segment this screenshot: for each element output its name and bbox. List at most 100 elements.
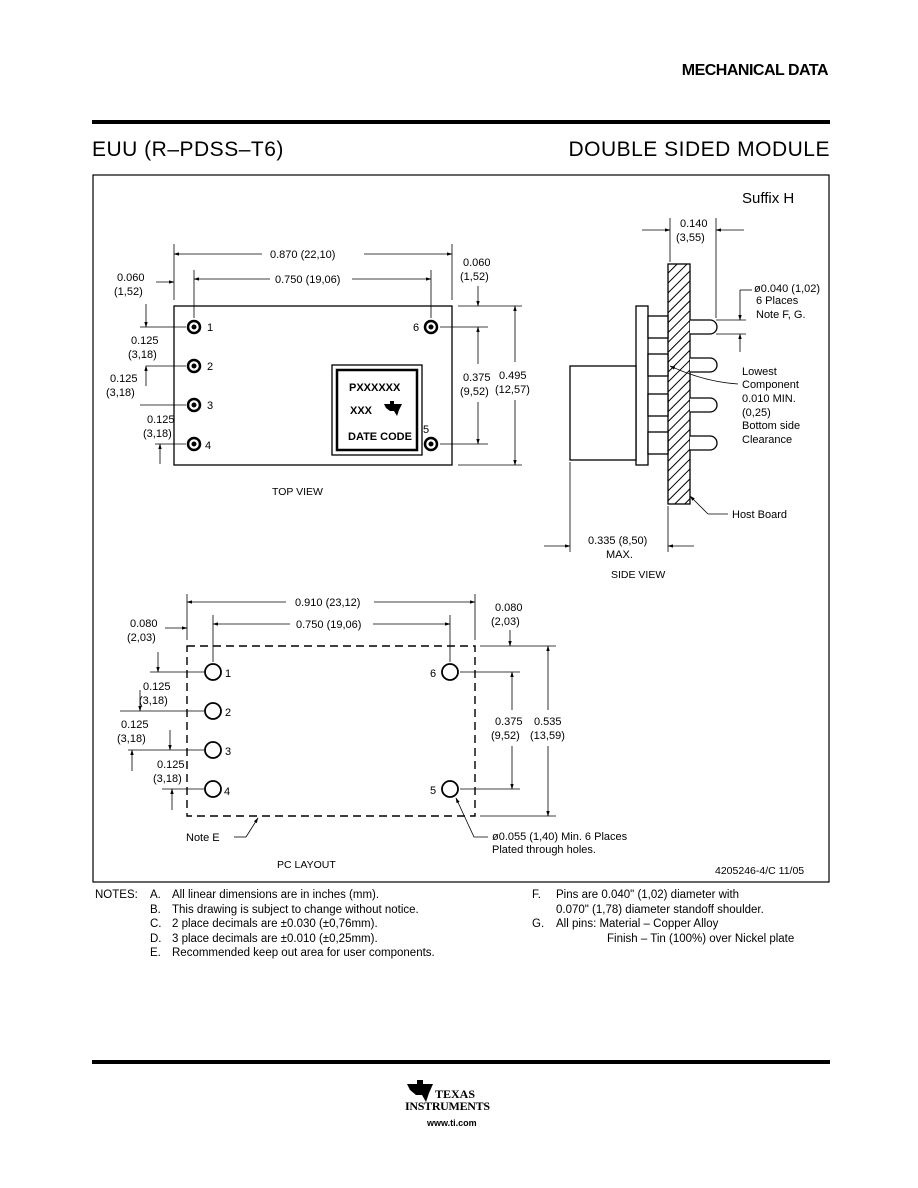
module-outline — [173, 305, 453, 466]
marking-label — [331, 364, 423, 456]
dim-right-mm: (1,52) — [460, 271, 489, 283]
footer-rule — [92, 1060, 830, 1064]
dim-pitch-in: 0.125 — [143, 681, 171, 693]
dim-pitch-in: 0.125 — [147, 414, 175, 426]
pin-places: 6 Places — [756, 295, 799, 307]
dim-height-mm: (13,59) — [530, 730, 565, 742]
note-item: Finish – Tin (100%) over Nickel plate — [607, 932, 795, 945]
dim-pitch-in: 0.125 — [121, 719, 149, 731]
dim-pin-height-mm: (9,52) — [491, 730, 520, 742]
dim-side-top-in: 0.140 — [680, 218, 708, 230]
marking-part: PXXXXXX — [349, 382, 401, 394]
host-board — [667, 263, 691, 505]
drawing-frame — [92, 174, 830, 883]
dim-side-top-mm: (3,55) — [676, 232, 705, 244]
dim-left-mm: (1,52) — [114, 286, 143, 298]
pc-layout-label: PC LAYOUT — [277, 859, 336, 871]
ti-logo-text-2: INSTRUMENTS — [405, 1099, 490, 1113]
pin-label: 6 — [430, 668, 436, 680]
lowest-line: (0,25) — [742, 407, 771, 419]
dim-right-in: 0.060 — [463, 257, 491, 269]
dim-pitch-mm: (3,18) — [153, 773, 182, 785]
dim-pitch-in: 0.125 — [157, 759, 185, 771]
note-e-label: Note E — [186, 832, 220, 844]
dim-pitch-mm: (3,18) — [128, 349, 157, 361]
suffix-label: Suffix H — [742, 190, 794, 207]
module-component — [569, 365, 637, 461]
pin-label: 2 — [207, 361, 213, 373]
note-item: C.2 place decimals are ±0.030 (±0,76mm). — [150, 918, 378, 930]
ti-url[interactable]: www.ti.com — [427, 1118, 477, 1128]
note-item: B.This drawing is subject to change with… — [150, 903, 419, 916]
dim-pin-height-mm: (9,52) — [460, 386, 489, 398]
lowest-line: Bottom side — [742, 420, 800, 432]
package-description: DOUBLE SIDED MODULE — [568, 138, 830, 161]
pin-label: 4 — [205, 440, 211, 452]
dim-left-mm: (2,03) — [127, 632, 156, 644]
marking-date: DATE CODE — [348, 431, 412, 443]
pin-label: 5 — [423, 424, 429, 436]
notes-heading: NOTES: — [95, 889, 138, 901]
hole-note: ø0.055 (1,40) Min. 6 Places — [492, 831, 628, 843]
package-code: EUU (R–PDSS–T6) — [92, 138, 284, 161]
dim-overall-width: 0.910 (23,12) — [295, 597, 360, 609]
pc-holes — [204, 663, 459, 798]
lowest-line: Component — [742, 379, 799, 391]
host-board-label: Host Board — [732, 509, 787, 521]
marking-lot: XXX — [350, 405, 373, 417]
side-pins — [647, 315, 718, 455]
pin-label: 1 — [207, 322, 213, 334]
note-item: F.Pins are 0.040" (1,02) diameter with — [532, 889, 740, 901]
pc-layout: 1 2 3 4 5 6 0.910 (23,12) 0.750 (19,06) … — [117, 594, 628, 871]
ti-logo: TEXAS INSTRUMENTS www.ti.com — [405, 1076, 520, 1134]
lowest-line: Lowest — [742, 366, 777, 378]
dim-overall-width: 0.870 (22,10) — [270, 249, 335, 261]
pin-label: 1 — [225, 668, 231, 680]
dim-left-in: 0.080 — [130, 618, 158, 630]
ti-map-icon — [407, 1080, 433, 1102]
notes-right: F.Pins are 0.040" (1,02) diameter with 0… — [532, 888, 794, 946]
dim-right-mm: (2,03) — [491, 616, 520, 628]
doc-number: 4205246-4/C 11/05 — [715, 865, 804, 877]
notes-left: A.All linear dimensions are in inches (m… — [150, 888, 435, 961]
note-item: G.All pins: Material – Copper Alloy — [532, 918, 719, 930]
dim-pin-span: 0.750 (19,06) — [275, 274, 340, 286]
note-item: E.Recommended keep out area for user com… — [150, 947, 435, 959]
dim-height-in: 0.495 — [499, 370, 527, 382]
lowest-line: 0.010 MIN. — [742, 393, 796, 405]
side-view: 0.140 (3,55) ø0.040 (1,02) 6 Places Note… — [544, 218, 820, 581]
dim-height-in: 0.535 — [534, 716, 562, 728]
pin-label: 4 — [224, 786, 230, 798]
top-view-label: TOP VIEW — [272, 486, 323, 498]
dim-pitch-in: 0.125 — [131, 335, 159, 347]
pin-label: 6 — [413, 322, 419, 334]
dim-height-mm: (12,57) — [495, 384, 530, 396]
hole-note-2: Plated through holes. — [492, 844, 596, 856]
side-view-label: SIDE VIEW — [611, 569, 665, 581]
dim-pitch-mm: (3,18) — [106, 387, 135, 399]
section-title: MECHANICAL DATA — [681, 62, 829, 79]
dim-depth: 0.335 (8,50) — [588, 535, 647, 547]
module-board — [635, 305, 649, 466]
pin-label: 2 — [225, 707, 231, 719]
keep-out-area — [186, 645, 476, 817]
dim-pin-height-in: 0.375 — [495, 716, 523, 728]
dim-pin-height-in: 0.375 — [463, 372, 491, 384]
dim-pitch-mm: (3,18) — [143, 428, 172, 440]
note-item: 0.070" (1,78) diameter standoff shoulder… — [556, 903, 764, 916]
dim-pitch-mm: (3,18) — [117, 733, 146, 745]
top-view-pins — [186, 319, 439, 452]
note-item: D.3 place decimals are ±0.010 (±0,25mm). — [150, 932, 378, 945]
pin-label: 3 — [225, 746, 231, 758]
ti-outline-icon — [384, 401, 402, 416]
dim-pitch-mm: (3,18) — [139, 695, 168, 707]
dim-pitch-in: 0.125 — [110, 373, 138, 385]
pin-label: 5 — [430, 785, 436, 797]
lowest-line: Clearance — [742, 434, 792, 446]
ti-logo-text-1: TEXAS — [435, 1087, 476, 1101]
dim-left-in: 0.060 — [117, 272, 145, 284]
pin-label: 3 — [207, 400, 213, 412]
header-rule — [92, 120, 830, 124]
top-view: 1 2 3 4 5 6 PXXXXXX XXX DATE CODE 0.870 … — [106, 244, 530, 498]
